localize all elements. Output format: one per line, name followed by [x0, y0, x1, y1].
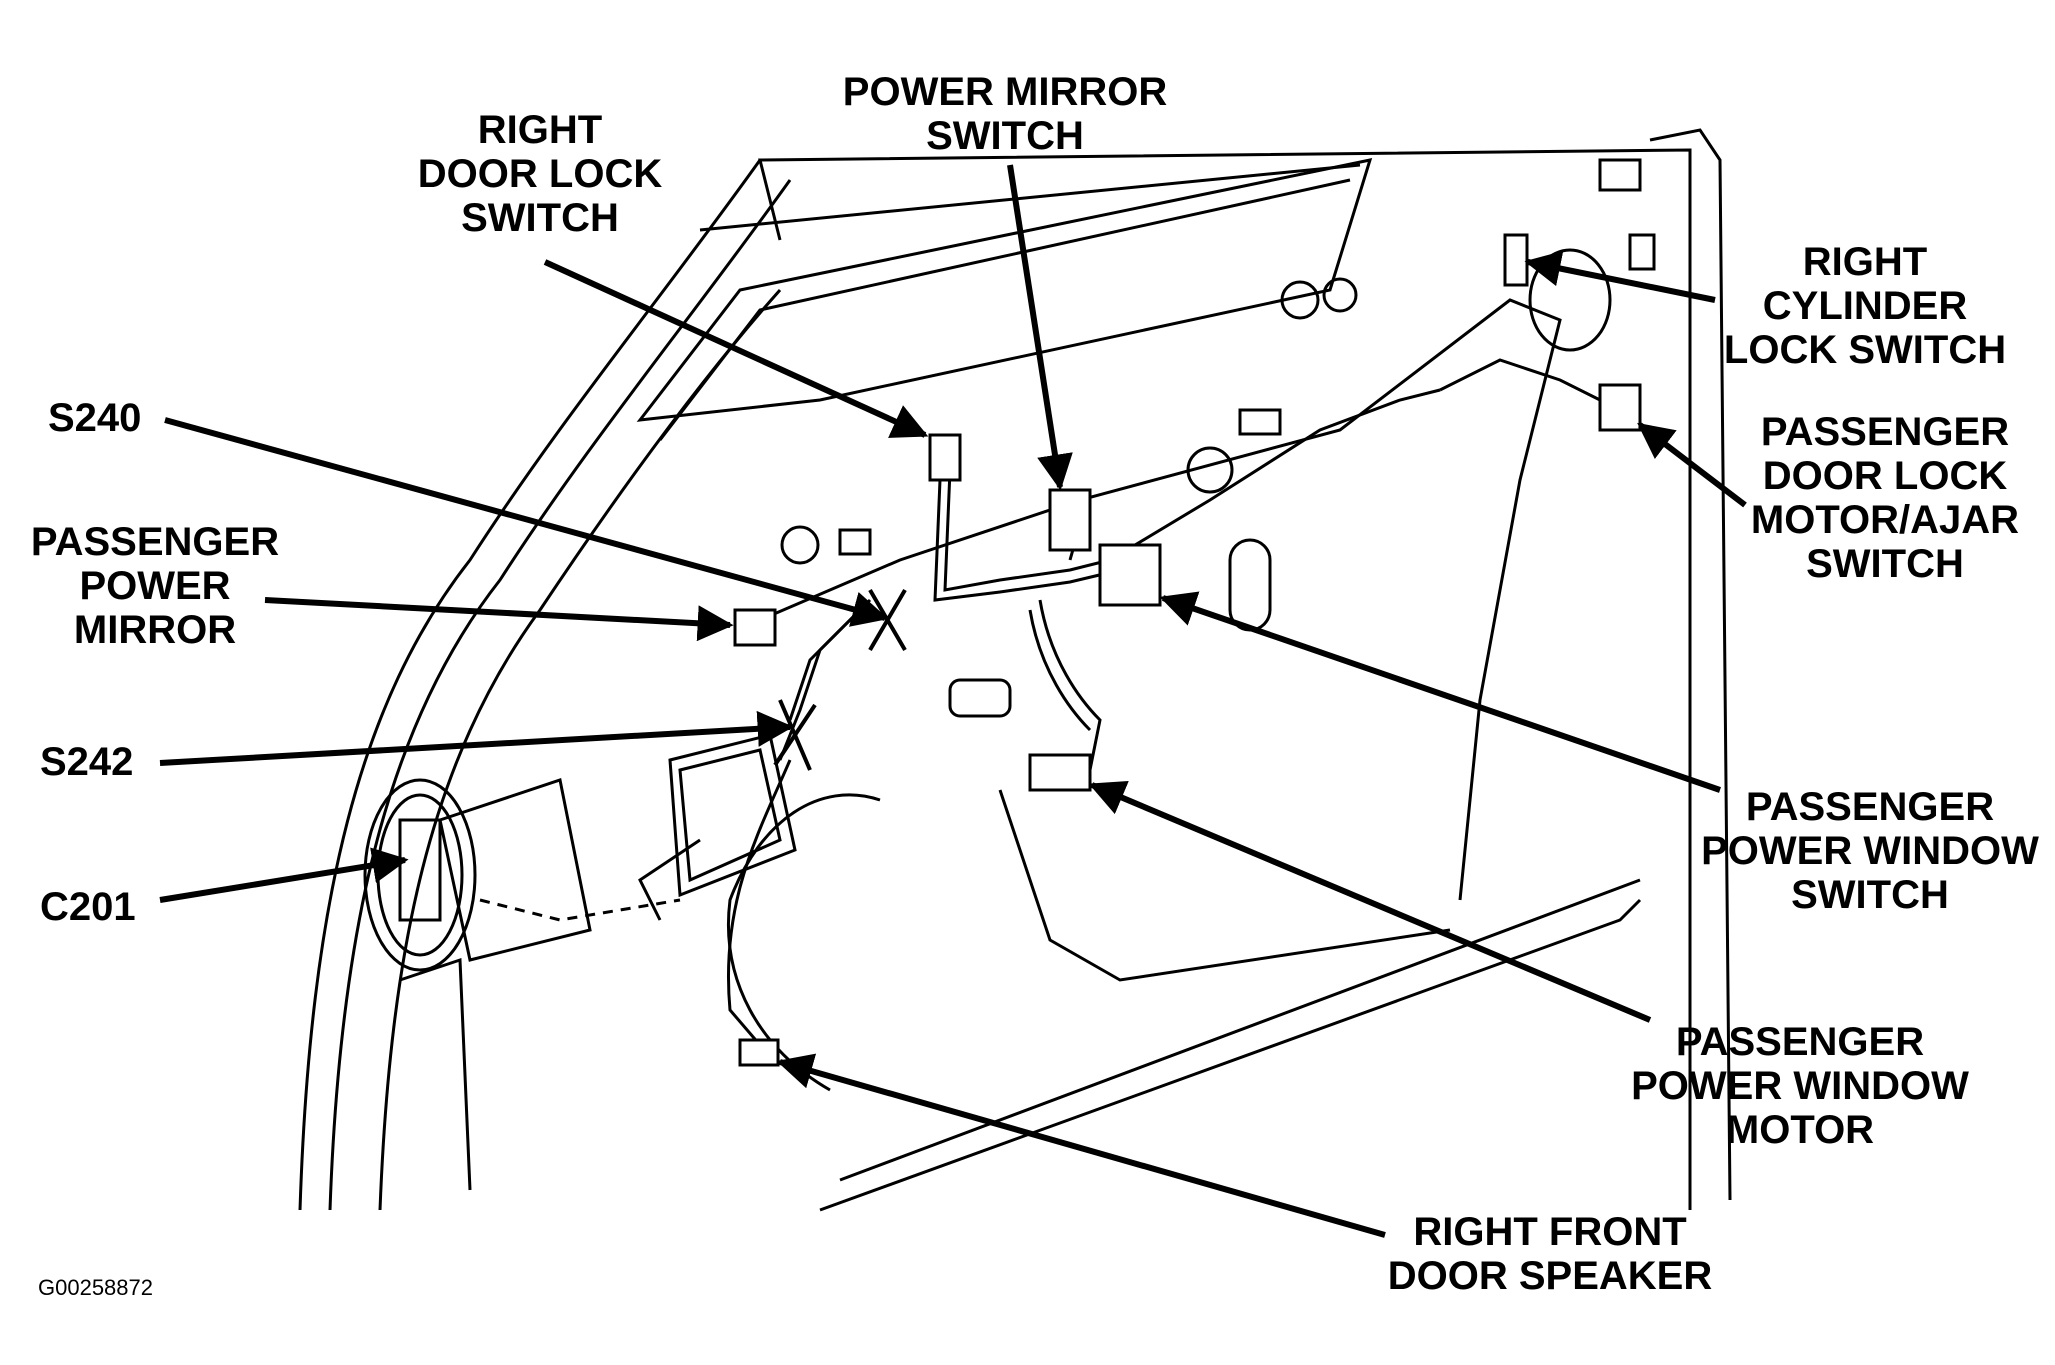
- speaker-connector-shape: [738, 1038, 780, 1067]
- arrow-power-window-motor: [1088, 780, 1652, 1023]
- label-line: MIRROR: [73, 608, 237, 652]
- power-mirror-switch-shape: [1048, 488, 1092, 552]
- label-line: POWER WINDOW: [1631, 1064, 1969, 1108]
- label-line: RIGHT: [477, 108, 603, 152]
- label-line: POWER WINDOW: [1701, 829, 2039, 873]
- label-passenger-door-lock-motor-ajar-switch: PASSENGER DOOR LOCK MOTOR/AJAR SWITCH: [1735, 410, 2035, 586]
- arrow-s240: [164, 417, 889, 627]
- label-line: PASSENGER: [1760, 410, 2010, 454]
- arrow-c201: [159, 847, 409, 903]
- label-passenger-power-window-motor: PASSENGER POWER WINDOW MOTOR: [1630, 1020, 1970, 1152]
- door-lock-switch-shape: [928, 433, 962, 482]
- label-passenger-power-mirror: PASSENGER POWER MIRROR: [25, 520, 285, 652]
- label-line: POWER: [79, 564, 231, 608]
- components: [733, 233, 1642, 1067]
- label-line: MOTOR/AJAR: [1750, 498, 2020, 542]
- label-line: MOTOR: [1725, 1108, 1875, 1152]
- label-line: PASSENGER: [30, 520, 280, 564]
- leader-arrows: [159, 164, 1747, 1238]
- label-line: DOOR LOCK: [417, 152, 663, 196]
- splice-marks: [773, 588, 907, 771]
- arrow-right-front-door-speaker: [776, 1053, 1386, 1238]
- arrow-right-cylinder-lock-switch: [1524, 250, 1716, 303]
- cylinder-lock-switch-shape: [1503, 233, 1529, 287]
- label-line: SWITCH: [1806, 542, 1964, 586]
- power-window-switch-shape: [1098, 543, 1162, 607]
- label-line: LOCK SWITCH: [1723, 328, 2007, 372]
- figure-id: G00258872: [38, 1275, 153, 1300]
- label-s242: S242: [40, 740, 134, 784]
- door-panel-holes: [780, 158, 1656, 718]
- label-right-door-lock-switch: RIGHT DOOR LOCK SWITCH: [385, 108, 695, 240]
- label-line: DOOR LOCK: [1762, 454, 2008, 498]
- arrow-power-mirror-switch: [1007, 164, 1073, 491]
- arrow-passenger-power-mirror: [264, 597, 734, 642]
- label-line: SWITCH: [926, 114, 1084, 158]
- arrow-right-door-lock-switch: [543, 259, 929, 438]
- wiring-harness: [479, 358, 1601, 1046]
- power-window-motor-shape: [1028, 753, 1092, 792]
- arrow-passenger-door-lock-motor: [1637, 422, 1747, 508]
- label-passenger-power-window-switch: PASSENGER POWER WINDOW SWITCH: [1700, 785, 2040, 917]
- label-line: SWITCH: [1791, 873, 1949, 917]
- arrow-s242: [159, 710, 794, 766]
- label-line: PASSENGER: [1675, 1020, 1925, 1064]
- label-line: SWITCH: [461, 196, 619, 240]
- passenger-power-mirror-shape: [733, 608, 777, 647]
- label-line: DOOR SPEAKER: [1387, 1254, 1713, 1298]
- label-c201: C201: [40, 885, 136, 929]
- arrow-power-window-switch: [1159, 591, 1721, 793]
- label-line: RIGHT FRONT: [1413, 1210, 1687, 1254]
- label-right-front-door-speaker: RIGHT FRONT DOOR SPEAKER: [1380, 1210, 1720, 1298]
- label-line: POWER MIRROR: [842, 70, 1168, 114]
- label-line: PASSENGER: [1745, 785, 1995, 829]
- label-line: CYLINDER: [1762, 284, 1968, 328]
- label-power-mirror-switch: POWER MIRROR SWITCH: [840, 70, 1170, 158]
- label-line: RIGHT: [1802, 240, 1928, 284]
- label-right-cylinder-lock-switch: RIGHT CYLINDER LOCK SWITCH: [1720, 240, 2010, 372]
- label-s240: S240: [48, 396, 142, 440]
- door-lock-motor-shape: [1598, 383, 1642, 432]
- door-body-outline: [298, 128, 1732, 1212]
